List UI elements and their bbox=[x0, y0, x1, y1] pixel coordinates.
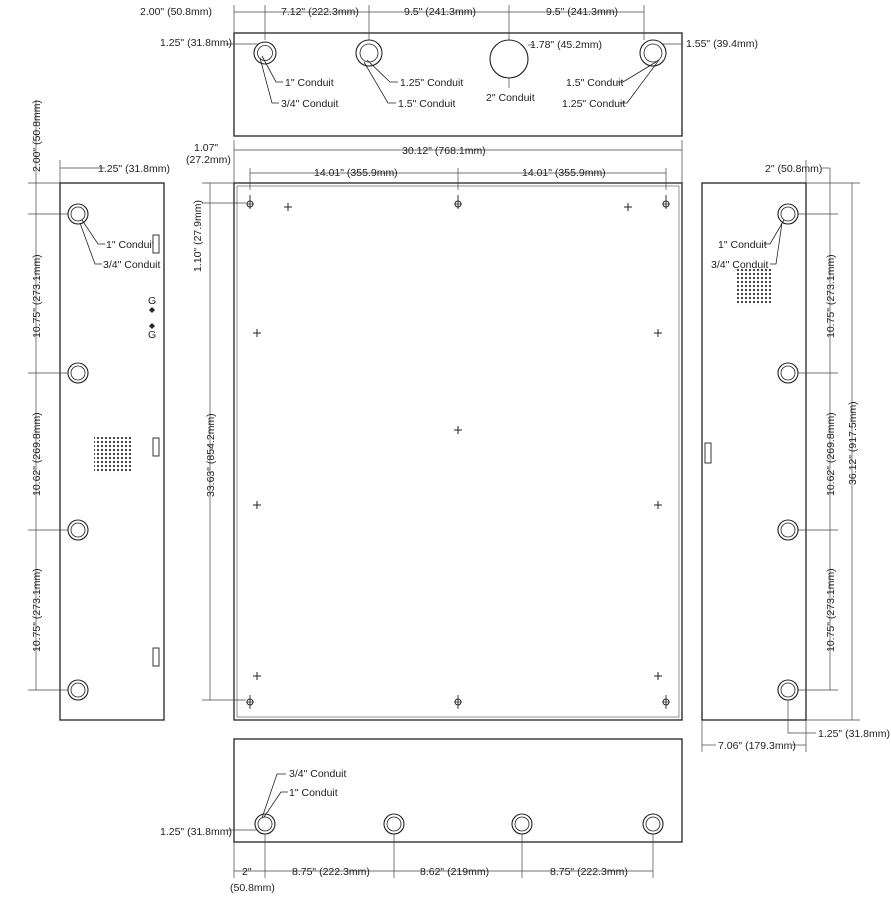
knockout-icon bbox=[489, 39, 529, 79]
top-dim-edge-right: 1.55" (39.4mm) bbox=[686, 38, 758, 50]
knockout-icon bbox=[355, 39, 383, 67]
top-dim-spacing-1: 7.12" (222.3mm) bbox=[281, 6, 359, 18]
front-view-panel bbox=[233, 182, 683, 721]
left-dim-spacing-2: 10.62" (269.8mm) bbox=[31, 412, 43, 496]
top-view-panel bbox=[233, 32, 683, 137]
keyhole-icon bbox=[454, 195, 462, 209]
keyhole-icon bbox=[246, 695, 254, 709]
right-dim-spacing-2: 10.62" (269.8mm) bbox=[825, 412, 837, 496]
knockout-icon bbox=[253, 41, 277, 65]
knockout-icon bbox=[777, 203, 799, 225]
top-dim-center-diameter: 1.78" (45.2mm) bbox=[530, 39, 602, 51]
knockout-icon bbox=[639, 39, 667, 67]
right-dim-spacing-3: 10.75" (273.1mm) bbox=[825, 568, 837, 652]
ground-stud-icon bbox=[149, 307, 155, 329]
bottom-dim-spacing-3: 8.75" (222.3mm) bbox=[550, 866, 628, 878]
knockout-icon bbox=[67, 679, 89, 701]
bottom-dim-edge: 1.25" (31.8mm) bbox=[160, 826, 232, 838]
right-side-view: 2" (50.8mm) 10.75" (273.1mm) 10.62" (269… bbox=[701, 160, 890, 752]
keyhole-icon bbox=[454, 695, 462, 709]
bottom-dim-spacing-1: 8.75" (222.3mm) bbox=[292, 866, 370, 878]
top-label-1-25in-conduit: 1.25" Conduit bbox=[400, 77, 463, 89]
front-dim-mount-offset: 1.10" (27.9mm) bbox=[192, 200, 204, 272]
top-label-1-5in-conduit: 1.5" Conduit bbox=[398, 98, 456, 110]
top-dim-edge-left: 1.25" (31.8mm) bbox=[160, 37, 232, 49]
right-dim-edge: 1.25" (31.8mm) bbox=[818, 728, 890, 740]
left-dim-top-offset: 2.00" (50.8mm) bbox=[31, 100, 43, 172]
top-dim-left-offset: 2.00" (50.8mm) bbox=[140, 6, 212, 18]
slot-icon bbox=[704, 442, 712, 464]
right-dim-depth: 7.06" (179.3mm) bbox=[718, 740, 796, 752]
right-label-1in-conduit: 1" Conduit bbox=[718, 239, 767, 251]
vent-icon bbox=[94, 436, 131, 473]
top-dim-spacing-2: 9.5" (241.3mm) bbox=[404, 6, 476, 18]
keyhole-icon bbox=[662, 195, 670, 209]
front-dim-half-right: 14.01" (355.9mm) bbox=[522, 167, 606, 179]
left-dim-spacing-1: 10.75" (273.1mm) bbox=[31, 254, 43, 338]
top-label-3-4in-conduit: 3/4" Conduit bbox=[281, 98, 339, 110]
knockout-icon bbox=[777, 362, 799, 384]
vent-icon bbox=[735, 268, 772, 305]
top-label-1in-conduit: 1" Conduit bbox=[285, 77, 334, 89]
knockout-icon bbox=[67, 519, 89, 541]
bottom-label-1in-conduit: 1" Conduit bbox=[289, 787, 338, 799]
top-label-1-5in-conduit-right: 1.5" Conduit bbox=[566, 77, 624, 89]
slot-icon bbox=[152, 437, 160, 457]
knockout-icon bbox=[67, 203, 89, 225]
right-dim-spacing-1: 10.75" (273.1mm) bbox=[825, 254, 837, 338]
front-dim-half-left: 14.01" (355.9mm) bbox=[314, 167, 398, 179]
front-dim-width: 30.12" (768.1mm) bbox=[402, 145, 486, 157]
mounting-hole-markers bbox=[253, 203, 662, 680]
front-dim-flange: 1.07" bbox=[194, 142, 218, 154]
knockout-icon bbox=[777, 519, 799, 541]
bottom-dim-left-offset: 2" bbox=[242, 866, 252, 878]
ground-label-top: G bbox=[148, 295, 156, 307]
knockout-icon bbox=[254, 813, 276, 835]
left-label-3-4in-conduit: 3/4" Conduit bbox=[103, 259, 161, 271]
bottom-label-3-4in-conduit: 3/4" Conduit bbox=[289, 768, 347, 780]
left-side-view: 1.25" (31.8mm) 2.00" (50.8mm) 10.75" (27… bbox=[28, 100, 170, 721]
top-label-1-25in-conduit-right: 1.25" Conduit bbox=[562, 98, 625, 110]
knockout-icon bbox=[642, 813, 664, 835]
knockout-icon bbox=[777, 679, 799, 701]
left-dim-spacing-3: 10.75" (273.1mm) bbox=[31, 568, 43, 652]
knockout-icon bbox=[67, 362, 89, 384]
ground-label-bottom: G bbox=[148, 329, 156, 341]
top-view: 2.00" (50.8mm) 7.12" (222.3mm) 9.5" (241… bbox=[140, 5, 758, 137]
right-dim-overall-height: 36.12" (917.5mm) bbox=[847, 401, 859, 485]
right-dim-top-offset: 2" (50.8mm) bbox=[765, 163, 822, 175]
front-dim-flange-mm: (27.2mm) bbox=[186, 154, 231, 166]
bottom-view: 3/4" Conduit 1" Conduit 1.25" (31.8mm) 2… bbox=[160, 738, 683, 894]
bottom-view-panel bbox=[233, 738, 683, 843]
slot-icon bbox=[152, 234, 160, 254]
knockout-icon bbox=[511, 813, 533, 835]
bottom-dim-spacing-2: 8.62" (219mm) bbox=[420, 866, 489, 878]
keyhole-icon bbox=[246, 195, 254, 209]
top-dim-spacing-3: 9.5" (241.3mm) bbox=[546, 6, 618, 18]
front-dim-height: 33.63" (854.2mm) bbox=[205, 413, 217, 497]
left-dim-edge: 1.25" (31.8mm) bbox=[98, 163, 170, 175]
keyhole-icon bbox=[662, 695, 670, 709]
top-label-2in-conduit: 2" Conduit bbox=[486, 92, 535, 104]
left-label-1in-conduit: 1" Conduit bbox=[106, 239, 155, 251]
front-view: 1.07" (27.2mm) 30.12" (768.1mm) 14.01" (… bbox=[186, 140, 683, 721]
slot-icon bbox=[152, 647, 160, 667]
knockout-icon bbox=[383, 813, 405, 835]
bottom-dim-left-offset-mm: (50.8mm) bbox=[230, 882, 275, 894]
